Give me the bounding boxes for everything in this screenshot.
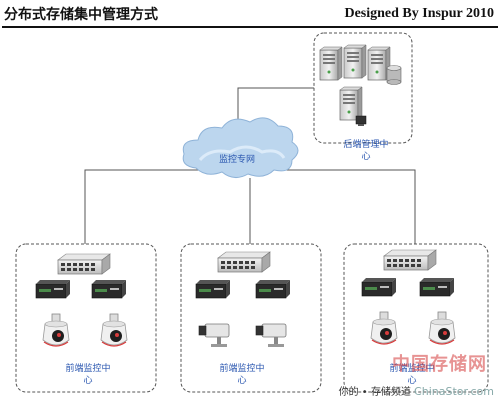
frontend-1-label-line-1: 前端监控中	[65, 362, 110, 374]
frontend-2-label-line-2: 心	[237, 375, 246, 386]
watermark-domain: ChinaStor.com	[414, 385, 494, 398]
header-divider	[2, 26, 498, 28]
backend-label-line-1: 后端管理中	[343, 138, 388, 150]
page-title: 分布式存储集中管理方式	[4, 7, 158, 23]
watermark-prefix: 你的	[338, 387, 359, 398]
encoder-icon	[91, 279, 127, 299]
backend-center	[313, 32, 413, 144]
storage-array-icon	[57, 253, 111, 275]
watermark-bullet: •	[361, 387, 368, 398]
server-icon	[319, 46, 343, 81]
frontend-2-label-line-1: 前端监控中	[219, 362, 264, 374]
watermark-logo: 中国存储网	[392, 354, 487, 375]
encoder-icon	[361, 277, 397, 297]
storage-array-icon	[217, 251, 271, 273]
frontend-center-2	[180, 243, 322, 393]
backend-label-line-2: 心	[361, 151, 370, 162]
network-cloud	[182, 117, 299, 178]
frontend-3-label-line-2: 心	[407, 375, 416, 386]
credit-text: Designed By Inspur 2010	[344, 6, 494, 21]
watermark-mid: 存储频道	[370, 387, 411, 398]
encoder-icon	[35, 279, 71, 299]
frontend-1-label-line-2: 心	[83, 375, 92, 386]
cloud-label: 监控专网	[219, 153, 255, 165]
watermark: 你的 • 存储频道 ChinaStor.com	[339, 383, 494, 398]
frontend-center-1	[15, 243, 157, 393]
server-icon	[339, 86, 363, 121]
server-icon	[343, 44, 367, 79]
workstation-icon	[355, 115, 367, 126]
frontend-3-label-line-1: 前端监控中	[389, 362, 434, 374]
encoder-icon	[255, 279, 291, 299]
database-icon	[386, 65, 402, 85]
encoder-icon	[195, 279, 231, 299]
encoder-icon	[419, 277, 455, 297]
storage-array-icon	[383, 249, 437, 271]
frontend-center-3	[343, 243, 489, 393]
